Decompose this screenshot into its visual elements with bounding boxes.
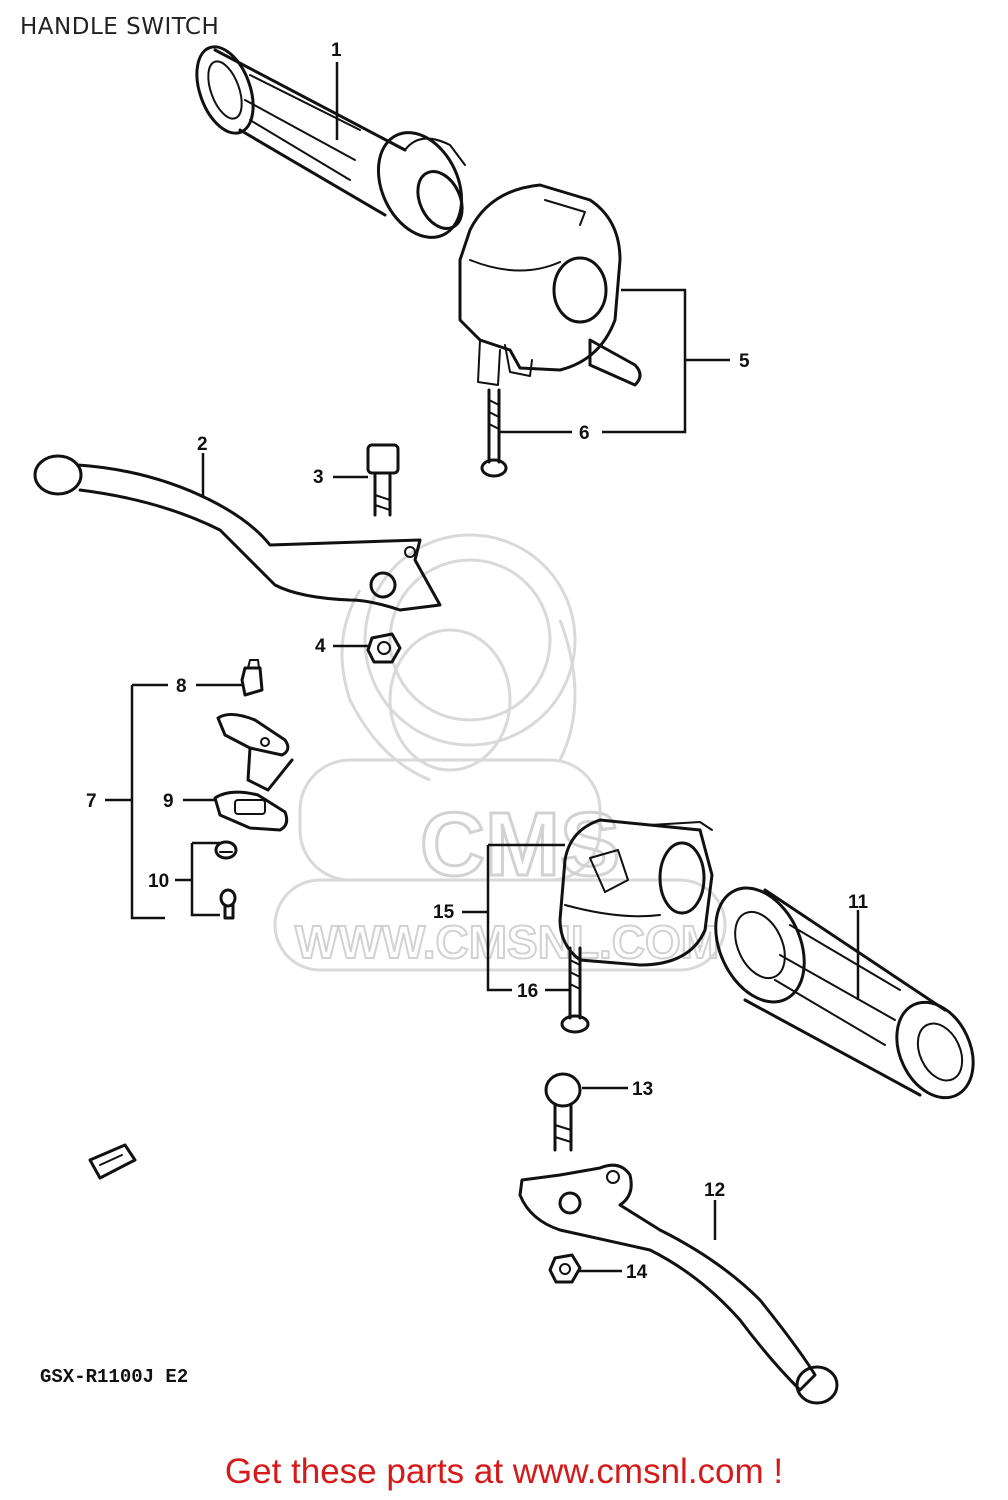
screw-right (560, 946, 590, 1034)
brake-lever (518, 1163, 839, 1405)
part-label-7: 7 (86, 791, 97, 812)
part-label-13: 13 (632, 1079, 653, 1100)
part-label-15: 15 (433, 902, 455, 923)
footer-call-to-action: Get these parts at www.cmsnl.com ! (224, 1452, 784, 1491)
leader-lines (105, 62, 860, 1273)
switch-box-left (458, 183, 642, 387)
screw-left (480, 388, 508, 478)
screw-10 (214, 840, 238, 920)
part-label-16: 16 (517, 981, 538, 1002)
part-numbers: 1 2 3 4 5 6 7 8 9 10 11 12 13 14 15 16 (86, 40, 869, 1283)
part-label-4: 4 (315, 636, 326, 657)
part-label-3: 3 (313, 467, 324, 488)
part-label-11: 11 (848, 892, 869, 913)
part-label-9: 9 (163, 791, 174, 812)
switch-plate (216, 713, 294, 792)
bolt-13 (544, 1072, 582, 1152)
switch-box-right (558, 818, 714, 967)
screw-8 (240, 659, 264, 697)
clutch-lever (33, 454, 442, 612)
small-tab-part (88, 1143, 137, 1180)
page-title: HANDLE SWITCH (20, 14, 220, 40)
switch-9 (213, 790, 289, 832)
watermark-url-text: WWW.CMSNL.COM (295, 916, 719, 968)
part-label-14: 14 (626, 1262, 648, 1283)
nut-14 (548, 1253, 582, 1284)
part-label-1: 1 (331, 40, 342, 61)
part-label-12: 12 (704, 1180, 725, 1201)
part-label-10: 10 (148, 871, 169, 892)
bolt-3 (366, 443, 400, 517)
part-label-5: 5 (739, 351, 750, 372)
grip-left (195, 45, 466, 239)
grip-right (714, 886, 975, 1100)
part-label-2: 2 (197, 434, 208, 455)
model-code-label: GSX-R1100J E2 (40, 1366, 188, 1388)
part-label-8: 8 (176, 676, 187, 697)
nut-4 (366, 632, 402, 664)
part-label-6: 6 (579, 423, 590, 444)
